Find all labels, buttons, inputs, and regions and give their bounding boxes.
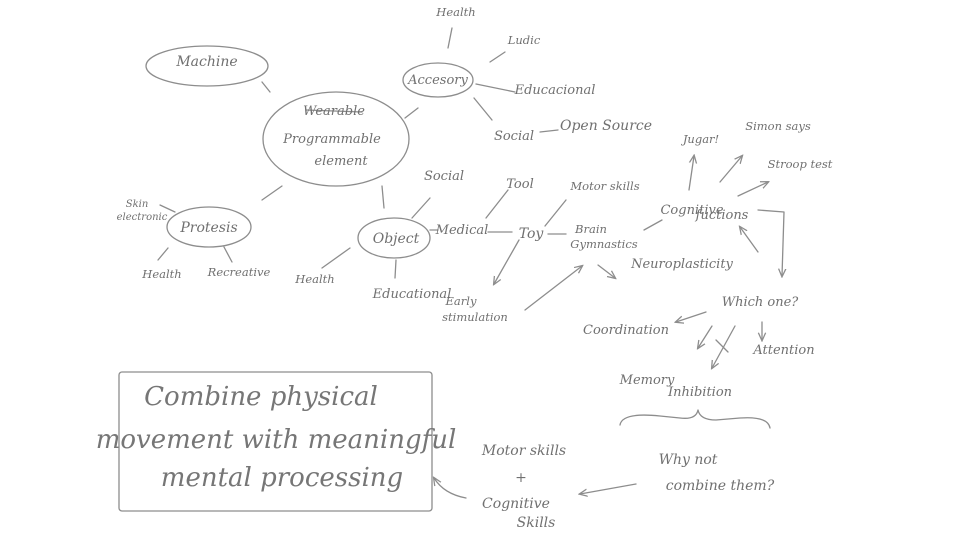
coordination-label: Coordination <box>583 323 669 338</box>
attention-label: Attention <box>752 343 814 358</box>
accesory-label: Accesory <box>407 73 468 88</box>
medical-label: Medical <box>435 223 489 238</box>
box-line-3: mental processing <box>161 463 403 493</box>
box-line-2: movement with meaningful <box>96 425 457 455</box>
motor-skills-label: Motor skills <box>569 179 639 193</box>
ludic-label: Ludic <box>507 33 541 47</box>
health-top-label: Health <box>435 5 475 19</box>
arrows <box>434 156 784 499</box>
skin-label: Skin <box>126 199 149 210</box>
social-mid-label: Social <box>424 169 464 184</box>
which-one-label: Which one? <box>722 295 800 310</box>
programmable-element-ellipse <box>262 91 410 187</box>
wearable-strikethrough <box>305 109 363 113</box>
toy-label: Toy <box>519 226 545 242</box>
combine-them-label: combine them? <box>666 478 775 494</box>
plus-sign: + <box>515 470 527 486</box>
social-top-label: Social <box>494 129 534 144</box>
protesis-ellipse <box>166 206 252 248</box>
protesis-label: Protesis <box>179 220 237 236</box>
why-not-label: Why not <box>659 452 718 468</box>
accesory-ellipse <box>402 62 474 98</box>
electronic-label: electronic <box>117 212 168 223</box>
educational-label: Educational <box>372 287 452 302</box>
tool-label: Tool <box>506 177 533 192</box>
memory-label: Memory <box>619 373 675 388</box>
cognitive-label: Cognitive <box>660 203 723 218</box>
fuctions-label: fuctions <box>695 208 749 223</box>
wearable-label: Wearable <box>303 104 365 119</box>
machine-label: Machine <box>175 54 237 70</box>
skills-final-label: Skills <box>517 515 556 531</box>
gymnastics-label: Gymnastics <box>570 237 637 251</box>
conclusion-box <box>118 371 433 512</box>
educacional-label: Educacional <box>514 83 596 98</box>
open-source-label: Open Source <box>560 118 652 134</box>
connectors <box>157 27 771 429</box>
jugar-label: Jugar! <box>681 132 719 146</box>
neuroplasticity-label: Neuroplasticity <box>630 257 733 272</box>
box-line-1: Combine physical <box>144 382 378 412</box>
element-label: element <box>314 154 368 169</box>
cognitive-final-label: Cognitive <box>482 496 550 512</box>
stroop-test-label: Stroop test <box>768 157 833 171</box>
recreative-label: Recreative <box>207 265 271 279</box>
early-label: Early <box>445 294 477 308</box>
brain-label: Brain <box>574 222 607 236</box>
object-ellipse <box>357 217 431 259</box>
motor-skills-final-label: Motor skills <box>481 443 566 459</box>
programmable-label: Programmable <box>282 132 381 147</box>
machine-ellipse <box>145 45 269 87</box>
object-label: Object <box>373 231 420 247</box>
simon-says-label: Simon says <box>745 119 811 133</box>
health-left-label: Health <box>141 267 181 281</box>
inhibition-label: Inhibition <box>667 385 732 400</box>
stimulation-label: stimulation <box>442 310 508 324</box>
health-object-label: Health <box>294 272 334 286</box>
